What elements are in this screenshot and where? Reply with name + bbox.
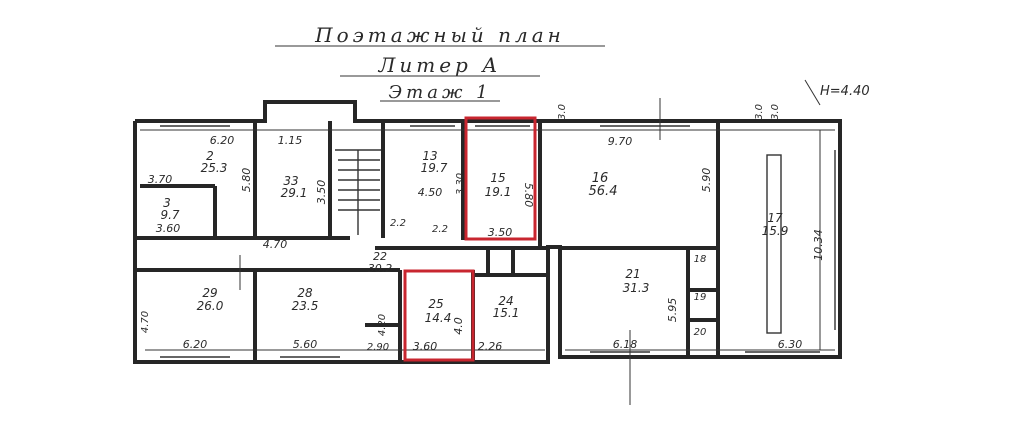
plan-floor: Этаж 1	[388, 82, 491, 103]
dimension-label: 9.70	[608, 135, 633, 148]
room-number: 22	[373, 250, 387, 263]
room-area: 19.7	[421, 161, 448, 175]
dimension-label: 2.26	[478, 340, 503, 353]
room-number: 13	[422, 149, 437, 163]
room-number: 21	[625, 267, 640, 281]
dimension-label: 5.80	[522, 183, 535, 208]
height-mark: H=4.40	[820, 84, 870, 99]
room-number: 16	[592, 171, 609, 186]
room-number: 15	[490, 171, 505, 185]
outer-walls	[133, 100, 842, 364]
dimension-label: 6.18	[613, 338, 638, 351]
room-area: 15.1	[493, 306, 520, 320]
dimension-label: 3.50	[488, 226, 513, 239]
dimension-label: 4.20	[377, 314, 388, 336]
dimension-label: 4.70	[263, 238, 288, 251]
dimension-label: 5.80	[240, 168, 253, 193]
dimension-label: 2.2	[390, 218, 406, 229]
room-area: 25.3	[201, 161, 228, 175]
dimension-label: 2.2	[432, 224, 448, 235]
room-area: 15.9	[762, 224, 789, 238]
plan-title: Поэтажный план	[314, 23, 565, 47]
staircase	[338, 150, 380, 235]
room-area: 23.5	[292, 299, 319, 313]
room-area: 30.2	[368, 262, 393, 275]
dimension-label: 3.30	[455, 173, 466, 195]
dimension-label: 3.60	[413, 340, 438, 353]
room-area: 19.1	[485, 185, 512, 199]
room-area: 29.1	[281, 186, 308, 200]
dimension-label: 1.15	[278, 134, 303, 147]
plan-subtitle: Литер А	[378, 53, 502, 77]
dimension-label: 3.0	[557, 104, 568, 120]
room-number: 24	[498, 294, 513, 308]
dimension-label: 4.50	[418, 186, 443, 199]
room-number: 29	[202, 286, 217, 300]
dimension-label: 2.90	[367, 342, 389, 353]
dimension-label: 4.0	[452, 317, 465, 335]
room-number: 33	[283, 174, 298, 188]
room-number: 25	[428, 297, 443, 311]
highlight-room-15[interactable]	[464, 116, 537, 241]
room-area: 31.3	[623, 281, 650, 295]
dimension-label: 3.0	[770, 104, 781, 120]
dimension-label: 3.0	[754, 104, 765, 120]
room-area: 26.0	[197, 299, 224, 313]
dimension-label: 3.50	[315, 180, 328, 205]
dimension-labels: 6.20 1.15 9.70 3.70 3.60 5.80 4.50 3.50 …	[140, 104, 825, 353]
room-number: 17	[767, 211, 783, 225]
dimension-label: 6.20	[183, 338, 208, 351]
room-number: 20	[694, 327, 707, 338]
highlight-room-25[interactable]	[403, 269, 475, 362]
room-area: 9.7	[160, 208, 179, 222]
dimension-lines	[140, 98, 835, 405]
room-area: 56.4	[589, 184, 618, 199]
room-area: 14.4	[425, 311, 452, 325]
windows	[160, 125, 836, 358]
room-number: 18	[694, 254, 707, 265]
dimension-label: 5.95	[666, 298, 679, 323]
dimension-label: 4.70	[140, 311, 151, 333]
dimension-label: 3.70	[148, 173, 173, 186]
room-number: 2	[206, 149, 214, 163]
interior-walls	[135, 121, 782, 362]
dimension-label: 6.30	[778, 338, 803, 351]
dimension-label: 10.34	[812, 229, 825, 261]
height-mark-line	[804, 79, 821, 106]
dimension-label: 6.20	[210, 134, 235, 147]
room-number: 28	[297, 286, 313, 300]
room-number: 3	[163, 196, 171, 210]
dimension-label: 3.60	[156, 222, 181, 235]
dimension-label: 5.60	[293, 338, 318, 351]
room-labels: 2 25.3 3 9.7 33 29.1 13 19.7 15 19.1 16 …	[160, 149, 788, 338]
dimension-label: 5.90	[700, 168, 713, 193]
room-number: 19	[694, 292, 707, 303]
